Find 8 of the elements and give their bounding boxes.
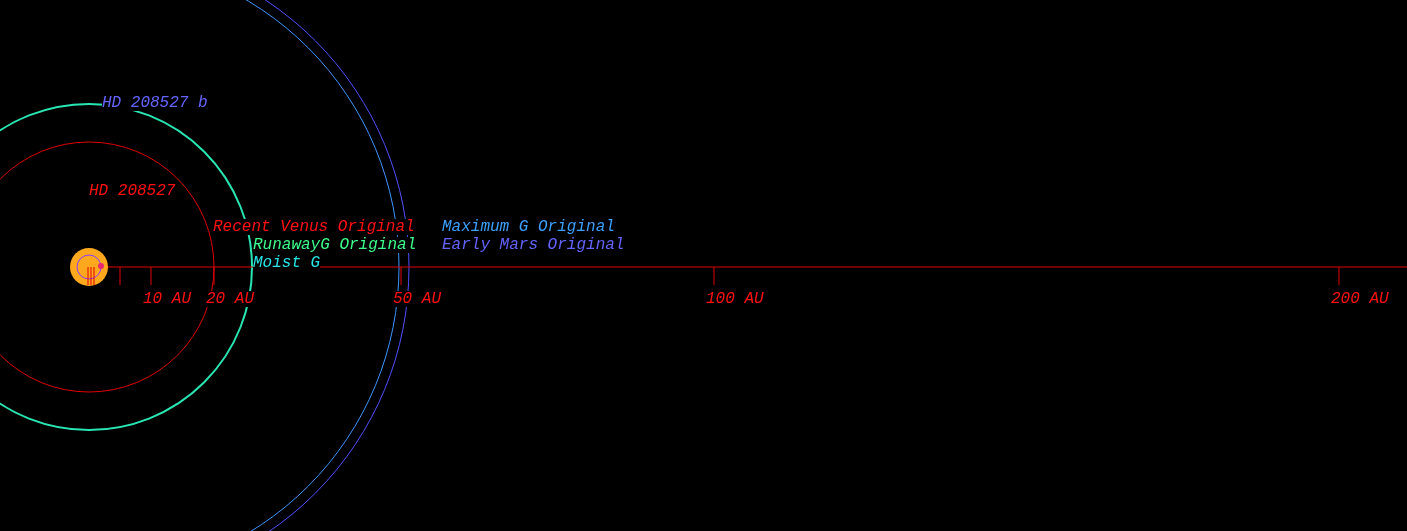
- axis-tick-label: 20 AU: [206, 291, 254, 307]
- zone-label: Moist G: [253, 255, 321, 271]
- zone-label: RunawayG Original: [253, 237, 417, 253]
- zone-label: Recent Venus Original: [213, 219, 415, 235]
- zone-label: Early Mars Original: [442, 237, 625, 253]
- planet-label: HD 208527 b: [102, 95, 208, 111]
- axis-tick-label: 50 AU: [393, 291, 441, 307]
- zone-label: Maximum G Original: [442, 219, 615, 235]
